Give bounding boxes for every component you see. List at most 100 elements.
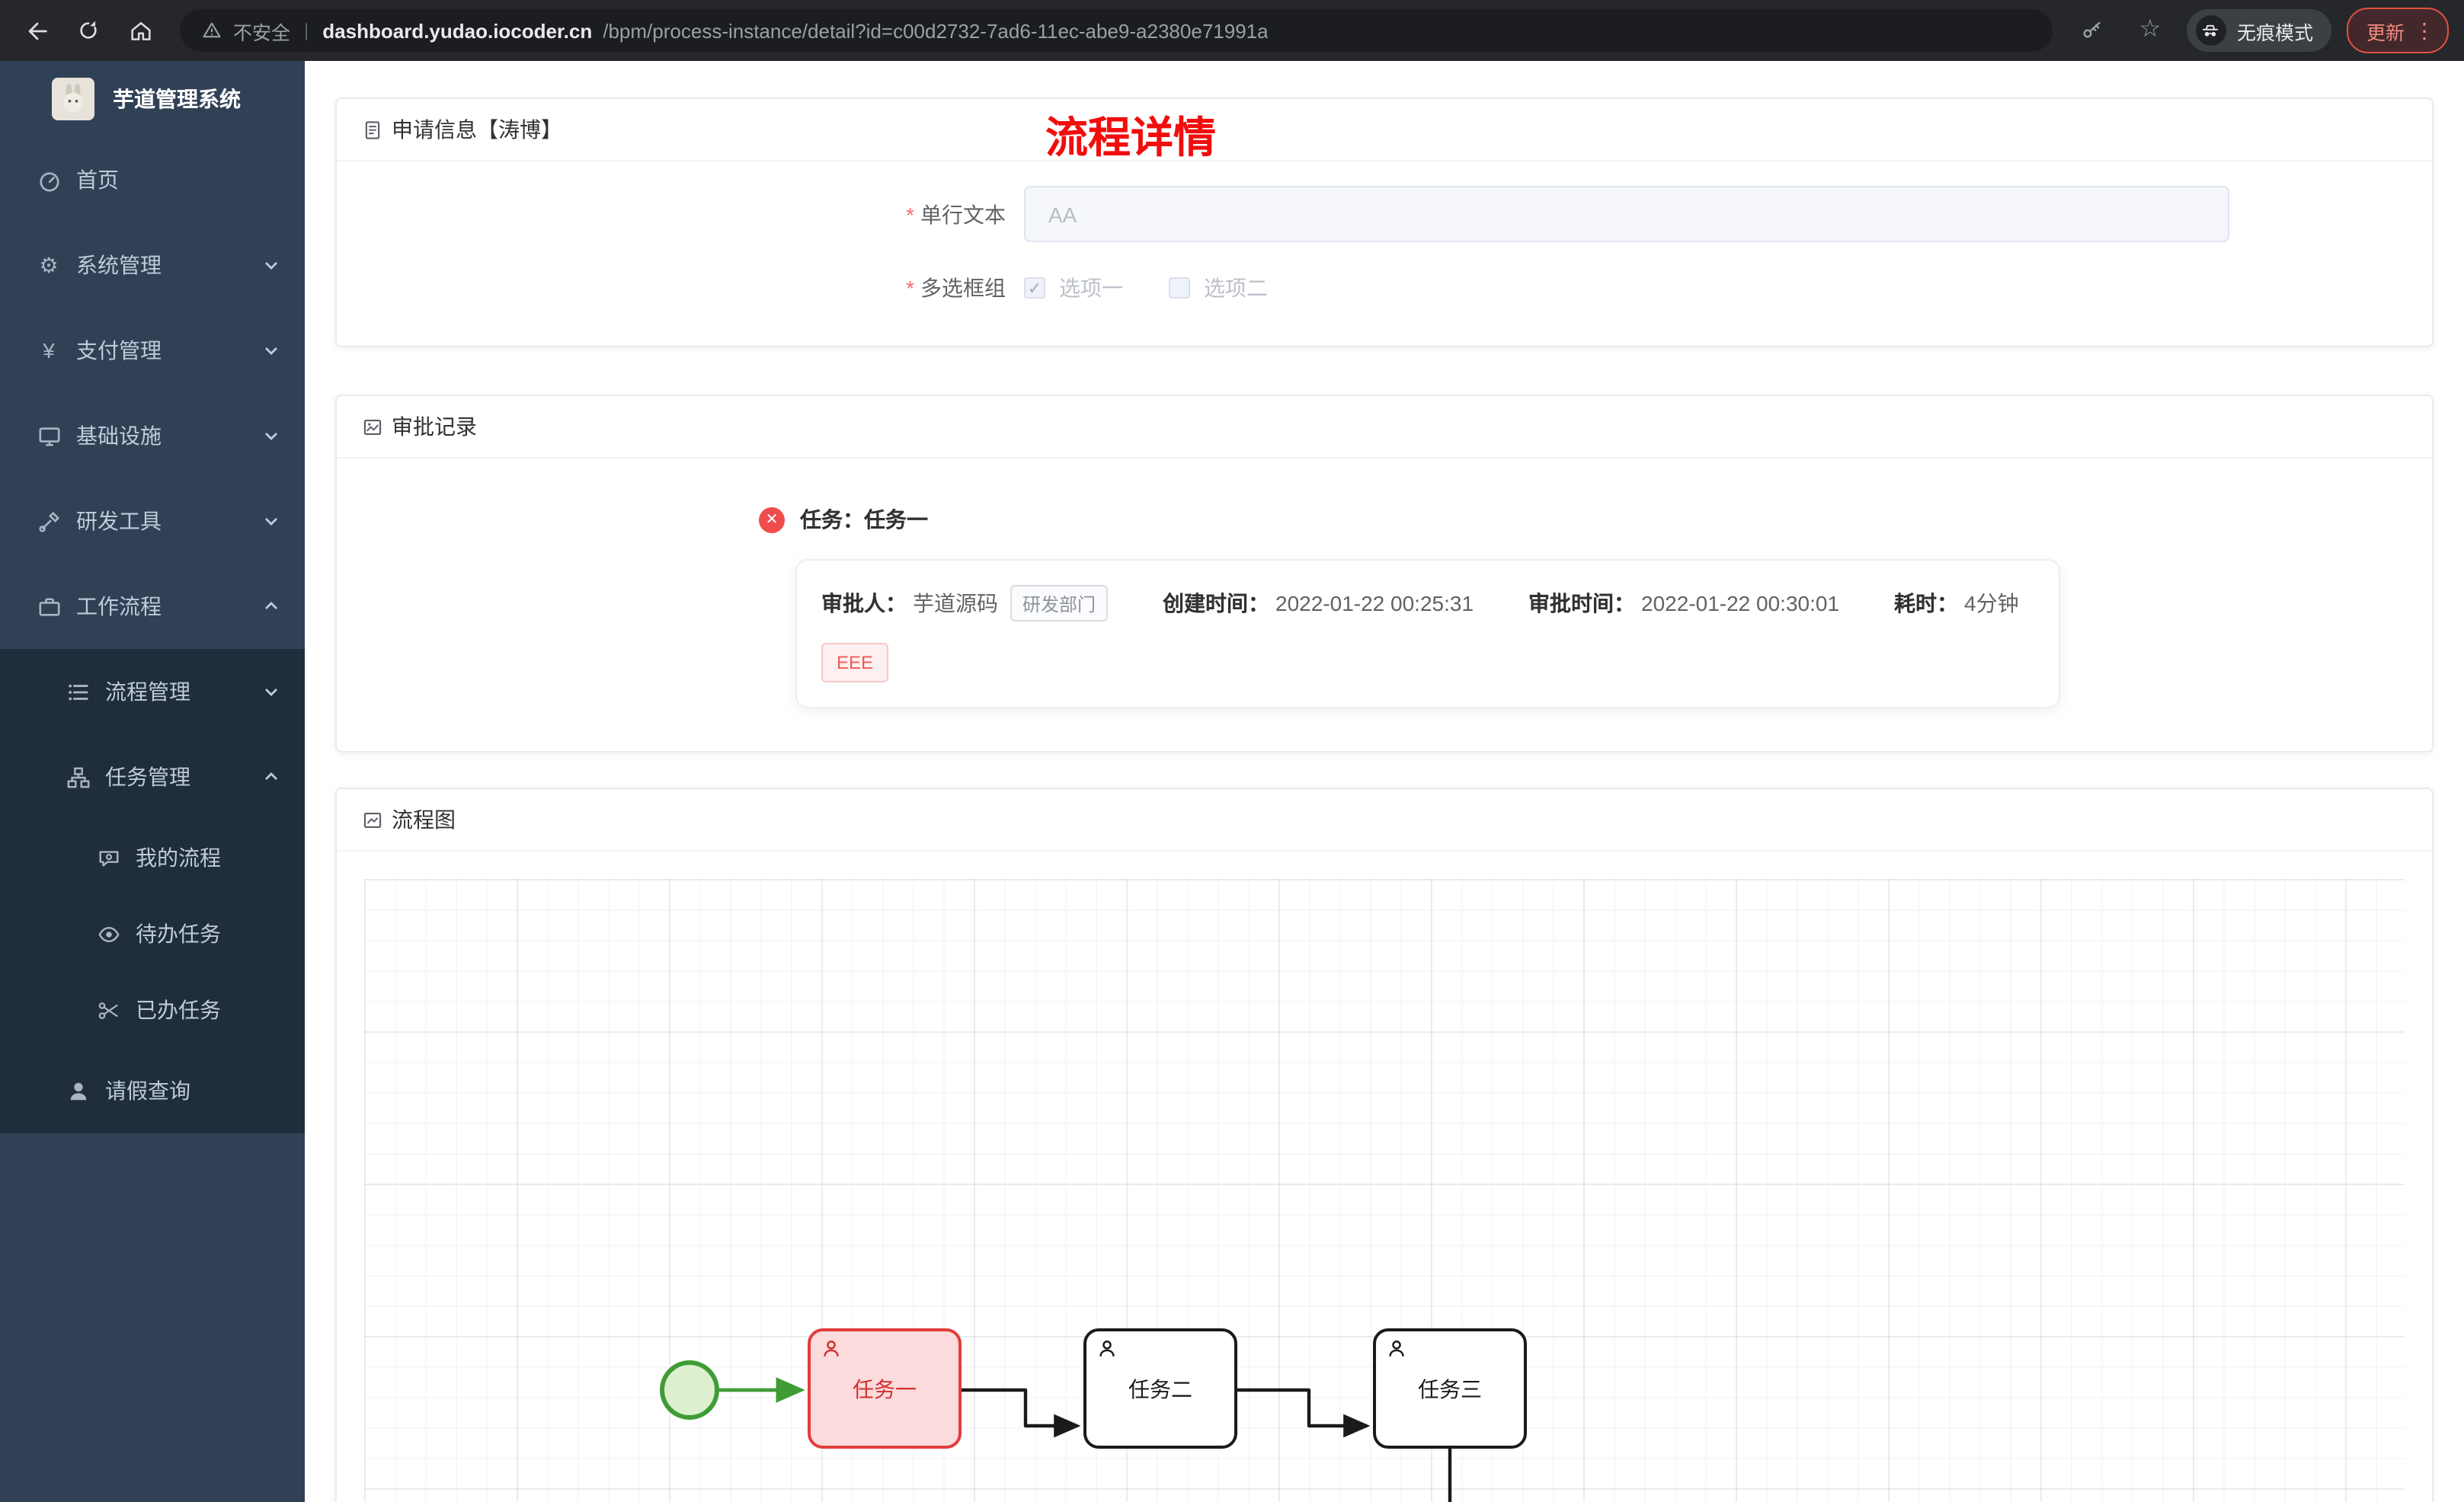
dashboard-icon (37, 168, 61, 192)
record-icon (361, 416, 382, 437)
checkbox-option-2[interactable]: 选项二 (1169, 273, 1268, 303)
chevron-down-icon (265, 262, 277, 270)
checkbox-checked-icon (1024, 277, 1045, 299)
sidebar: 芋道管理系统 首页 ⚙ 系统管理 ¥ 支付管理 (0, 61, 305, 1502)
card-title: 申请信息【涛博】 (392, 117, 562, 142)
incognito-avatar (2195, 15, 2226, 46)
chevron-up-icon (265, 772, 277, 780)
diagram-body: 任务一 任务二 任务三 (337, 852, 2432, 1502)
user-task-icon (821, 1339, 841, 1359)
chevron-down-icon (265, 347, 277, 355)
sidebar-item-task-management[interactable]: 任务管理 (0, 734, 305, 820)
password-key-button[interactable] (2071, 9, 2114, 52)
apply-form: 单行文本 多选框组 选项一 选项二 (337, 161, 2432, 346)
bpmn-task-3[interactable]: 任务三 (1373, 1328, 1527, 1449)
chrome-right-controls: ☆ 无痕模式 更新 ⋮ (2071, 8, 2449, 53)
task-title: 任务：任务一 (800, 507, 928, 532)
star-icon: ☆ (2139, 17, 2162, 43)
bpmn-edges (719, 1377, 1452, 1502)
sidebar-item-process-management[interactable]: 流程管理 (0, 649, 305, 734)
chevron-up-icon (265, 602, 277, 609)
create-time-field: 创建时间： 2022-01-22 00:25:31 (1163, 591, 1474, 615)
process-list-icon (66, 679, 90, 704)
bookmark-star-button[interactable]: ☆ (2129, 9, 2171, 52)
sidebar-item-system[interactable]: ⚙ 系统管理 (0, 222, 305, 308)
bpmn-start-event[interactable] (660, 1360, 719, 1420)
url-separator: | (304, 20, 309, 41)
field-label: 单行文本 (337, 199, 1024, 229)
sidebar-item-label: 请假查询 (105, 1079, 190, 1103)
workflow-icon (37, 594, 61, 618)
sidebar-item-infrastructure[interactable]: 基础设施 (0, 393, 305, 478)
chevron-down-icon (265, 433, 277, 440)
duration-field: 耗时： 4分钟 (1894, 588, 2019, 618)
apply-info-card-header: 申请信息【涛博】 (337, 99, 2432, 161)
sidebar-item-label: 我的流程 (136, 845, 221, 870)
yen-icon: ¥ (43, 338, 55, 363)
reload-button[interactable] (67, 9, 110, 52)
task-label: 任务二 (1128, 1376, 1192, 1401)
checkbox-label: 选项一 (1059, 276, 1123, 300)
timeline-entry-head: 任务：任务一 (759, 504, 2432, 535)
sidebar-item-label: 系统管理 (76, 253, 162, 277)
process-diagram-card-header: 流程图 (337, 789, 2432, 852)
sidebar-item-dev-tools[interactable]: 研发工具 (0, 478, 305, 564)
chrome-update-button[interactable]: 更新 ⋮ (2346, 8, 2449, 53)
form-row-text: 单行文本 (337, 186, 2432, 242)
task-rejected-icon (759, 507, 785, 532)
sidebar-item-payment[interactable]: ¥ 支付管理 (0, 308, 305, 393)
key-icon (2083, 21, 2101, 38)
back-button[interactable] (15, 9, 58, 52)
sidebar-item-my-process[interactable]: 我的流程 (0, 820, 305, 896)
checkbox-option-1[interactable]: 选项一 (1024, 273, 1123, 303)
browser-chrome: 不安全 | dashboard.yudao.iocoder.cn /bpm/pr… (0, 0, 2464, 61)
logo-avatar-icon (52, 78, 94, 120)
sidebar-item-label: 待办任务 (136, 922, 221, 946)
app-title: 芋道管理系统 (113, 87, 241, 111)
document-icon (361, 119, 382, 140)
home-button[interactable] (119, 9, 162, 52)
task-label: 任务三 (1418, 1376, 1482, 1401)
single-line-text-input[interactable] (1024, 186, 2229, 242)
back-arrow-icon (27, 21, 46, 40)
approval-detail-box: 审批人： 芋道源码 研发部门 创建时间： 2022-01-22 00:25:31… (795, 559, 2060, 708)
sidebar-item-label: 工作流程 (76, 594, 162, 618)
home-icon (130, 21, 150, 40)
done-task-icon (96, 998, 120, 1022)
approval-record-card-header: 审批记录 (337, 396, 2432, 459)
kebab-menu-icon[interactable]: ⋮ (2414, 18, 2435, 43)
field-label: 多选框组 (337, 273, 1024, 303)
url-domain: dashboard.yudao.iocoder.cn (322, 19, 593, 42)
sidebar-item-todo-tasks[interactable]: 待办任务 (0, 896, 305, 972)
bpmn-task-1[interactable]: 任务一 (808, 1328, 962, 1449)
form-row-checkbox: 多选框组 选项一 选项二 (337, 273, 2432, 303)
task-label: 任务一 (853, 1376, 917, 1401)
bpmn-canvas[interactable]: 任务一 任务二 任务三 (364, 879, 2405, 1502)
url-bar[interactable]: 不安全 | dashboard.yudao.iocoder.cn /bpm/pr… (180, 9, 2053, 52)
process-diagram-card: 流程图 (335, 788, 2434, 1502)
approver-field: 审批人： 芋道源码 研发部门 (821, 585, 1109, 622)
edge-task1-to-task2 (962, 1388, 1081, 1438)
approver-name: 芋道源码 (913, 591, 998, 615)
main-content: 流程详情 申请信息【涛博】 单行文本 多选框组 (305, 61, 2464, 1502)
bpmn-task-2[interactable]: 任务二 (1083, 1328, 1237, 1449)
edge-task2-to-task3 (1237, 1388, 1371, 1438)
sidebar-item-label: 支付管理 (76, 338, 162, 363)
page-title: 流程详情 (1045, 113, 1217, 161)
task-tree-icon (66, 765, 90, 789)
sidebar-item-home[interactable]: 首页 (0, 137, 305, 222)
sidebar-item-workflow[interactable]: 工作流程 (0, 564, 305, 649)
incognito-profile-chip[interactable]: 无痕模式 (2186, 9, 2331, 52)
person-icon (66, 1079, 90, 1103)
sidebar-item-leave-query[interactable]: 请假查询 (0, 1048, 305, 1133)
create-time-value: 2022-01-22 00:25:31 (1275, 591, 1474, 615)
sidebar-item-done-tasks[interactable]: 已办任务 (0, 972, 305, 1048)
checkbox-label: 选项二 (1204, 276, 1268, 300)
app-logo[interactable]: 芋道管理系统 (0, 61, 305, 137)
card-title: 审批记录 (392, 414, 477, 439)
approval-fields-row: 审批人： 芋道源码 研发部门 创建时间： 2022-01-22 00:25:31… (821, 585, 2034, 622)
reject-reason-tag: EEE (821, 643, 889, 682)
incognito-label: 无痕模式 (2236, 22, 2313, 43)
sidebar-item-label: 研发工具 (76, 509, 162, 533)
